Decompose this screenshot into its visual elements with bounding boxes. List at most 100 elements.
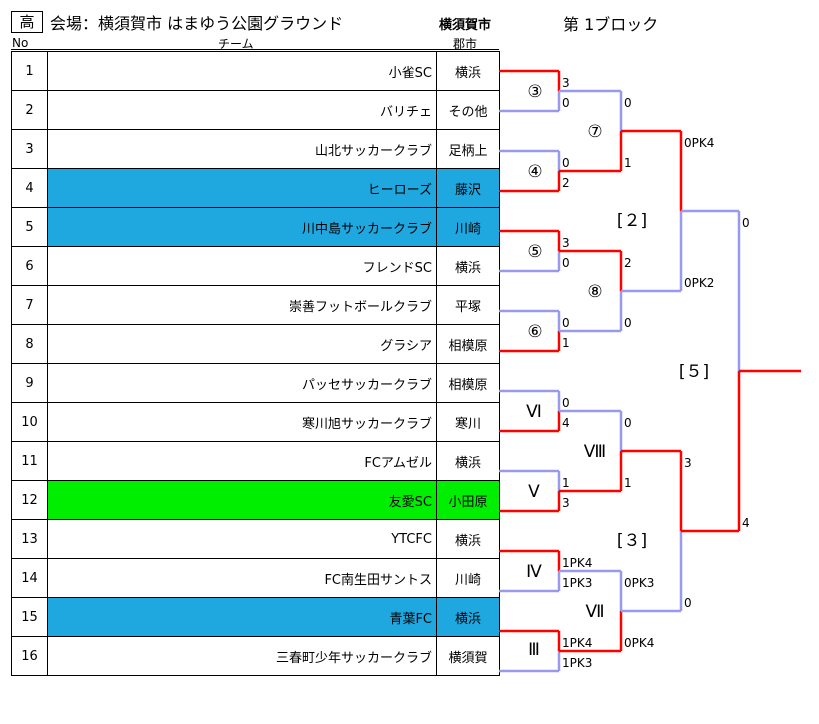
score-bottom: 4 <box>742 516 750 530</box>
category-badge: 高 <box>11 11 43 33</box>
team-city: その他 <box>436 90 500 130</box>
match-label: [２] <box>617 211 647 231</box>
team-name: パッセサッカークラブ <box>47 363 437 403</box>
score-top: 2 <box>624 256 632 270</box>
score-top: 0PK3 <box>624 576 654 590</box>
venue-title: 会場：横須賀市 はまゆう公園グラウンド <box>50 14 344 33</box>
team-no: 13 <box>11 519 48 559</box>
team-city: 寒川 <box>436 402 500 442</box>
team-no: 9 <box>11 363 48 403</box>
score-bottom: 1 <box>562 336 570 350</box>
score-bottom: 0 <box>562 96 570 110</box>
score-top: 3 <box>562 236 570 250</box>
score-top: 1PK4 <box>562 556 592 570</box>
team-city: 足柄上 <box>436 129 500 169</box>
team-no: 16 <box>11 636 48 676</box>
team-city: 相模原 <box>436 324 500 364</box>
team-city: 横須賀 <box>436 636 500 676</box>
score-bottom: 0 <box>624 316 632 330</box>
match-label: ③ <box>527 82 542 102</box>
score-top: 3 <box>562 76 570 90</box>
score-bottom: 4 <box>562 416 570 430</box>
score-top: 0PK4 <box>684 136 714 150</box>
match-label: ⑤ <box>527 242 542 262</box>
match-label: Ⅶ <box>585 602 604 622</box>
score-top: 0 <box>624 416 632 430</box>
col-header-city: 郡市 <box>453 37 478 51</box>
team-city: 横浜 <box>436 597 500 637</box>
venue-city: 横須賀市 <box>439 18 492 33</box>
header-rule <box>11 49 499 50</box>
team-name: ヒーローズ <box>47 168 437 208</box>
score-top: 0 <box>562 316 570 330</box>
team-city: 平塚 <box>436 285 500 325</box>
score-bottom: 3 <box>562 496 570 510</box>
team-name: FCアムゼル <box>47 441 437 481</box>
match-label: ⑧ <box>587 282 602 302</box>
team-name: 三春町少年サッカークラブ <box>47 636 437 676</box>
team-city: 横浜 <box>436 441 500 481</box>
team-no: 11 <box>11 441 48 481</box>
match-label: Ⅳ <box>526 562 542 582</box>
match-label: [５] <box>679 362 709 382</box>
team-name: 川中島サッカークラブ <box>47 207 437 247</box>
team-name: 友愛SC <box>47 480 437 520</box>
match-label: ⑥ <box>527 322 542 342</box>
score-bottom: 0PK4 <box>624 636 654 650</box>
score-top: 0 <box>562 156 570 170</box>
match-label: Ⅷ <box>584 442 606 462</box>
team-name: 崇善フットボールクラブ <box>47 285 437 325</box>
team-no: 10 <box>11 402 48 442</box>
team-name: グラシア <box>47 324 437 364</box>
score-bottom: 0 <box>684 596 692 610</box>
match-label: ④ <box>527 162 542 182</box>
score-top: 0 <box>624 96 632 110</box>
team-no: 7 <box>11 285 48 325</box>
team-name: バリチェ <box>47 90 437 130</box>
score-top: 3 <box>684 456 692 470</box>
team-city: 小田原 <box>436 480 500 520</box>
match-label: ⑦ <box>587 122 602 142</box>
score-bottom: 1PK3 <box>562 656 592 670</box>
team-city: 川崎 <box>436 207 500 247</box>
team-city: 川崎 <box>436 558 500 598</box>
match-label: [３] <box>617 531 647 551</box>
score-top: 0 <box>742 216 750 230</box>
score-bottom: 1 <box>624 476 632 490</box>
team-name: 小雀SC <box>47 51 437 91</box>
score-bottom: 1 <box>624 156 632 170</box>
match-label: Ⅲ <box>528 640 540 660</box>
score-bottom: 0 <box>562 256 570 270</box>
score-bottom: 0PK2 <box>684 276 714 290</box>
score-bottom: 1PK3 <box>562 576 592 590</box>
score-top: 1PK4 <box>562 636 592 650</box>
block-title: 第 1ブロック <box>563 15 659 34</box>
team-city: 横浜 <box>436 519 500 559</box>
team-city: 藤沢 <box>436 168 500 208</box>
team-name: フレンドSC <box>47 246 437 286</box>
match-label: Ⅵ <box>526 402 542 422</box>
score-bottom: 2 <box>562 176 570 190</box>
team-no: 12 <box>11 480 48 520</box>
score-top: 1 <box>562 476 570 490</box>
col-header-no: No <box>12 36 29 50</box>
team-city: 横浜 <box>436 246 500 286</box>
team-city: 相模原 <box>436 363 500 403</box>
match-label: Ⅴ <box>528 482 540 502</box>
